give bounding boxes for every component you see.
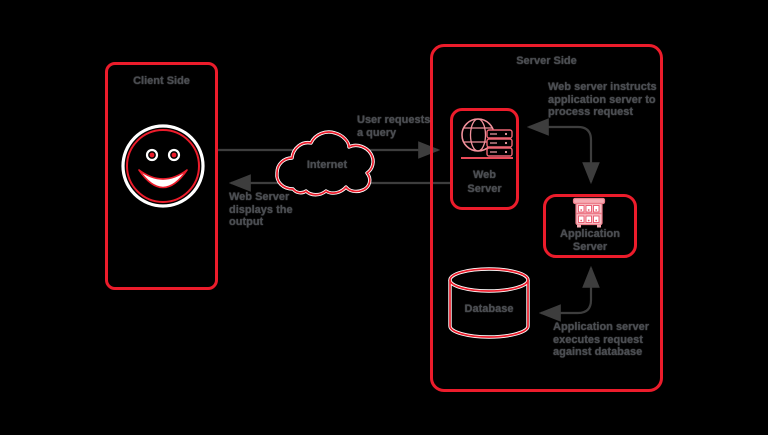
server-side-title: Server Side: [516, 55, 577, 67]
internet-label: Internet: [306, 159, 348, 171]
annotation-line: application server to: [548, 93, 656, 106]
annotation-line: against database: [553, 346, 643, 358]
annotation-webserver-displays-output: Web Server displays the output: [229, 191, 293, 229]
server-side-panel: [430, 44, 663, 392]
application-server-node: [543, 194, 637, 258]
arrow-appserver-database: [538, 265, 600, 322]
annotation-line: User requests: [357, 114, 431, 126]
application-server-label-line2: Server: [572, 241, 608, 253]
arrow-webserver-appserver: [526, 118, 600, 185]
annotation-line: displays the: [229, 203, 293, 216]
annotation-user-requests: User requests a query: [357, 114, 430, 139]
database-label: Database: [464, 303, 514, 315]
annotation-line: output: [229, 216, 264, 228]
web-server-label-line1: Web: [472, 169, 497, 181]
annotation-line: Web Server: [229, 191, 290, 203]
app-server-rack-icon: [572, 197, 606, 228]
client-side-panel: [105, 62, 218, 290]
database-cylinder-icon: [448, 267, 530, 339]
internet-cloud-icon: [275, 130, 375, 197]
annotation-line: a query: [357, 126, 397, 139]
web-server-node: [450, 108, 519, 210]
smiley-face-icon: [121, 124, 205, 208]
application-server-label: Application Server: [543, 228, 637, 254]
annotation-webserver-instructs: Web server instructs application server …: [548, 81, 657, 119]
annotation-appserver-executes: Application server executes request agai…: [553, 321, 649, 359]
annotation-line: executes request: [553, 333, 643, 346]
annotation-line: Web server instructs: [548, 81, 657, 93]
web-server-label: Web Server: [450, 169, 519, 196]
application-server-label-line1: Application: [560, 228, 620, 240]
annotation-line: Application server: [553, 321, 649, 333]
web-server-label-line2: Server: [467, 182, 502, 195]
globe-server-icon: [461, 118, 513, 159]
client-side-title: Client Side: [133, 75, 190, 87]
annotation-line: process request: [548, 106, 633, 118]
